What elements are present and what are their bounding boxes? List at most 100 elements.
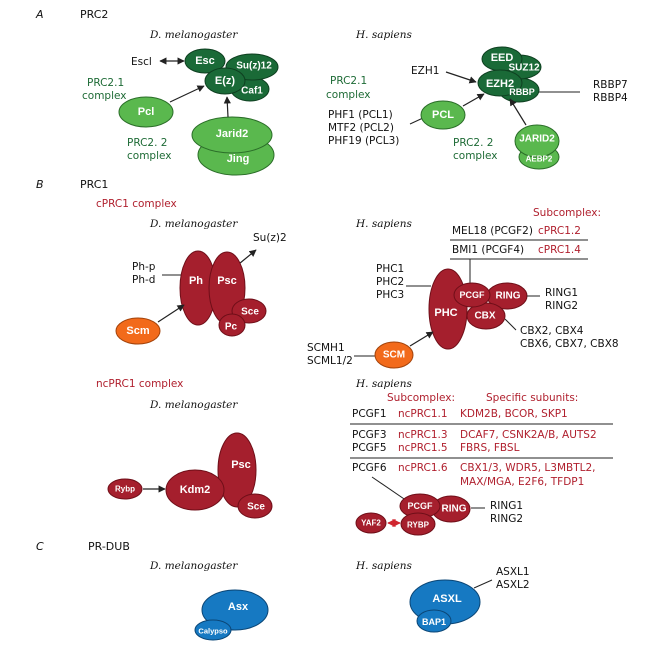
phc3-label: PHC3: [376, 289, 404, 301]
jarid2-arrow: [223, 96, 231, 118]
rbbp4-label: RBBP4: [593, 92, 628, 104]
phd-label: Ph-d: [132, 274, 155, 286]
pcl-label: Pcl: [138, 106, 155, 118]
yaf2-label: YAF2: [361, 519, 381, 528]
asxl1-label: ASXL1: [496, 566, 530, 578]
phc2-label: PHC2: [376, 276, 404, 288]
prc21-dm-label-1: PRC2.1: [87, 77, 124, 89]
ez-label: E(z): [215, 75, 236, 87]
phf19-label: PHF19 (PCL3): [328, 135, 399, 147]
jarid2-node: [191, 116, 273, 154]
prc22-hs-label-1: PRC2. 2: [453, 137, 493, 149]
scml-label: SCML1/2: [307, 355, 353, 367]
ezh2-node: [477, 69, 523, 97]
pc-node: [218, 313, 246, 337]
yaf2-node: [355, 512, 387, 534]
rybp-nc-label: RYBP: [407, 521, 430, 530]
row4-sub: ncPRC1.6: [398, 462, 448, 474]
pcl-hs-line: [409, 117, 424, 125]
section-letter-b: B: [36, 178, 44, 191]
kdm2-label: Kdm2: [180, 484, 211, 496]
rybp-node: [107, 478, 143, 500]
pc-label: Pc: [225, 322, 238, 333]
prc22-dm-label-1: PRC2. 2: [127, 137, 167, 149]
species-label-hs-3: H. sapiens: [355, 378, 413, 390]
prc22-dm-label-2: complex: [127, 150, 172, 162]
calypso-label: Calypso: [198, 627, 228, 636]
ring2-nc-label: RING2: [490, 513, 523, 525]
ring2-label: RING2: [545, 300, 578, 312]
jarid2-label: Jarid2: [216, 128, 248, 140]
asxl-line: [473, 579, 493, 589]
scm-hs-node: [374, 341, 414, 369]
pcl-node: [118, 96, 174, 128]
caf1-label: Caf1: [241, 86, 263, 97]
row3-units: FBRS, FBSL: [460, 442, 520, 454]
row2-pcgf: PCGF3: [352, 429, 387, 441]
kdm2-node: [165, 469, 225, 511]
cbx-label: CBX: [474, 311, 495, 322]
eed-label: EED: [491, 52, 514, 64]
asx-label: Asx: [228, 601, 249, 613]
ez-node: [204, 67, 246, 95]
bap1-node: [416, 609, 452, 633]
mtf2-label: MTF2 (PCL2): [328, 122, 394, 134]
psc-nc-node: [217, 432, 257, 508]
cprc14-label: cPRC1.4: [538, 244, 581, 256]
cbx-list-2: CBX6, CBX7, CBX8: [520, 338, 619, 350]
section-title-prdub: PR-DUB: [88, 540, 130, 553]
pcl-hs-node: [420, 100, 466, 130]
row1-pcgf: PCGF1: [352, 408, 387, 420]
ph-label: Ph: [189, 275, 203, 287]
row3-pcgf: PCGF5: [352, 442, 387, 454]
asxl2-label: ASXL2: [496, 579, 530, 591]
section-title-prc2: PRC2: [80, 8, 108, 21]
ring-label: RING: [496, 291, 521, 302]
specific-subunits-header: Specific subunits:: [486, 392, 578, 404]
jing-label: Jing: [227, 153, 250, 165]
scm-node: [115, 317, 161, 345]
cprc12-label: cPRC1.2: [538, 225, 581, 237]
row2-sub: ncPRC1.3: [398, 429, 448, 441]
ezh1-label: EZH1: [411, 65, 439, 77]
prc21-hs-label-2: complex: [326, 89, 371, 101]
prc21-hs-label-1: PRC2.1: [330, 75, 367, 87]
sce-label: Sce: [241, 307, 259, 318]
php-label: Ph-p: [132, 261, 156, 273]
cprc1-title: cPRC1 complex: [96, 198, 177, 210]
row4-units: CBX1/3, WDR5, L3MBTL2,: [460, 462, 596, 474]
ezh2-label: EZH2: [486, 78, 514, 90]
prc22-hs-label-2: complex: [453, 150, 498, 162]
row4-pcgf: PCGF6: [352, 462, 387, 474]
pcl-arrow: [169, 85, 205, 103]
phc1-label: PHC1: [376, 263, 404, 275]
ncprc1-title: ncPRC1 complex: [96, 378, 183, 390]
jarid2-hs-node: [514, 124, 560, 158]
row3-sub: ncPRC1.5: [398, 442, 448, 454]
mel18-label: MEL18 (PCGF2): [452, 225, 533, 237]
subcomplex-header-nc: Subcomplex:: [387, 392, 455, 404]
phc-label: PHC: [434, 307, 457, 319]
ezh1-arrow: [445, 71, 477, 84]
species-label-dm: D. melanogaster: [149, 29, 238, 41]
ring1-nc-label: RING1: [490, 500, 523, 512]
scm-hs-arrow: [409, 331, 434, 347]
section-letter-c: C: [36, 540, 44, 553]
section-letter-a: A: [35, 8, 44, 21]
ring-nc-label: RING: [442, 504, 467, 515]
bmi1-label: BMI1 (PCGF4): [452, 244, 524, 256]
esc-node: [184, 48, 226, 74]
row4-units-2: MAX/MGA, E2F6, TFDP1: [460, 476, 584, 488]
row1-sub: ncPRC1.1: [398, 408, 448, 420]
species-label-hs: H. sapiens: [355, 29, 413, 41]
psc-nc-label: Psc: [231, 459, 251, 471]
escl-label: Escl: [131, 56, 152, 68]
subcomplex-header-c: Subcomplex:: [533, 207, 601, 219]
suz12-hs-label: SUZ12: [508, 63, 540, 74]
species-label-dm-3: D. melanogaster: [149, 399, 238, 411]
phf1-label: PHF1 (PCL1): [328, 109, 393, 121]
prc21-dm-label-2: complex: [82, 90, 127, 102]
bap1-label: BAP1: [422, 617, 446, 627]
rybp-nc-node: [400, 512, 436, 536]
